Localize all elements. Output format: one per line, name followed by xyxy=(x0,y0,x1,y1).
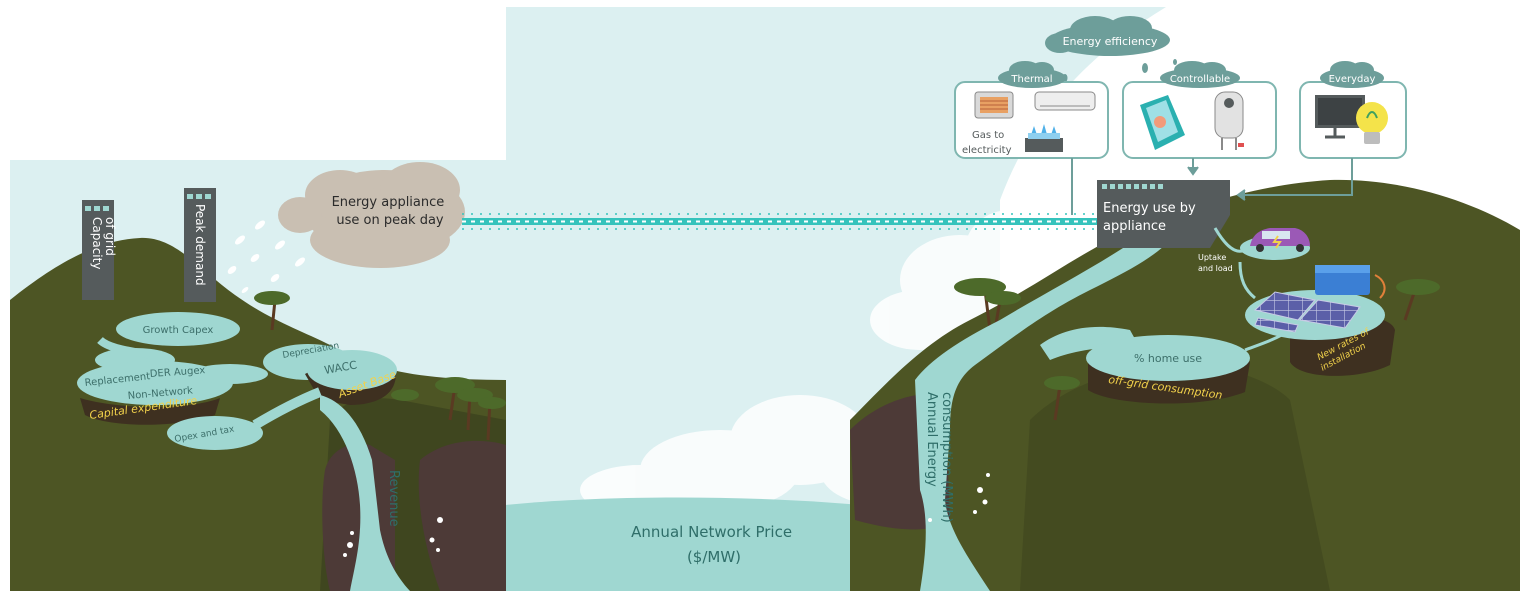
controllable-label: Controllable xyxy=(1170,74,1230,85)
peak-demand-label: Peak demand xyxy=(193,204,207,286)
heater-icon xyxy=(975,92,1013,118)
air-conditioner-icon xyxy=(1035,92,1095,110)
revenue-label: Revenue xyxy=(386,470,401,527)
everyday-label: Everyday xyxy=(1329,74,1376,85)
thermal-label: Thermal xyxy=(1010,74,1052,85)
growth-capex-label: Growth Capex xyxy=(143,325,214,336)
home-use-label: % home use xyxy=(1134,352,1202,365)
energy-efficiency-label: Energy efficiency xyxy=(1063,35,1158,48)
